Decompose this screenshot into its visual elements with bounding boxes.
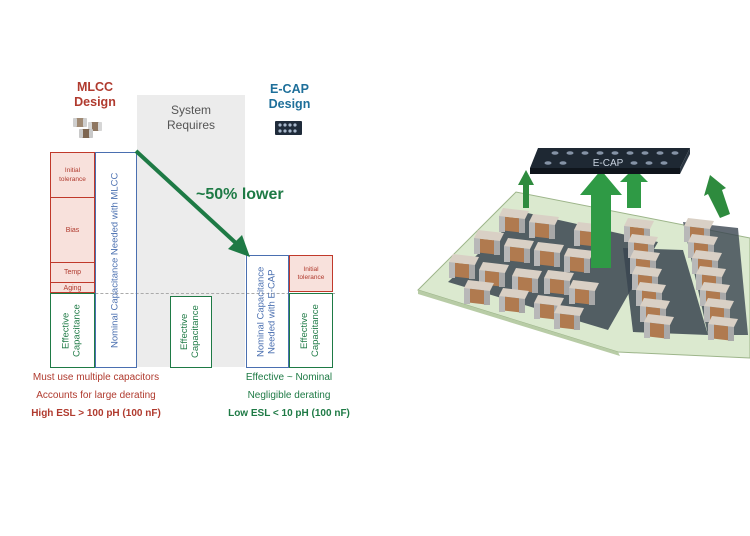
ecap-note-1: Effective ~ Nominal bbox=[245, 372, 333, 383]
ecap-design-title: E-CAP Design bbox=[268, 82, 311, 111]
reduction-arrow bbox=[134, 149, 250, 257]
capacitor-block bbox=[708, 316, 738, 341]
mlcc-note-1: Must use multiple capacitors bbox=[32, 372, 160, 383]
capacitor-block bbox=[534, 295, 564, 320]
system-effective-capacitance: Effective Capacitance bbox=[170, 296, 212, 368]
capacitor-block bbox=[644, 314, 674, 339]
ecap-chip-label: E-CAP bbox=[593, 158, 624, 169]
system-requires-title: System Requires bbox=[166, 103, 216, 132]
capacitor-block bbox=[569, 280, 599, 305]
capacitor-block bbox=[512, 268, 542, 293]
mlcc-derating-stack: Initial tolerance Bias Temp Aging bbox=[50, 152, 95, 293]
capacitor-block bbox=[464, 280, 494, 305]
segment-initial-tolerance: Initial tolerance bbox=[59, 167, 86, 183]
capacitor-block bbox=[529, 214, 559, 239]
segment-temp: Temp bbox=[51, 262, 94, 282]
ecap-note-2: Negligible derating bbox=[247, 390, 331, 401]
nominal-capacitance-ecap: Nominal Capacitance Needed with E-CAP bbox=[246, 255, 289, 368]
mlcc-effective-capacitance: Effective Capacitance bbox=[50, 293, 95, 368]
mlcc-capacitor-icon bbox=[73, 118, 102, 138]
capacitor-block bbox=[504, 238, 534, 263]
ecap-3d-illustration: E-CAP bbox=[408, 130, 750, 360]
capacitor-block bbox=[534, 242, 564, 267]
segment-bias: Bias bbox=[51, 197, 94, 262]
ecap-effective-capacitance: Effective Capacitance bbox=[289, 293, 333, 368]
ecap-note-3: Low ESL < 10 pH (100 nF) bbox=[228, 408, 350, 419]
capacitor-block bbox=[499, 208, 529, 233]
capacitor-block bbox=[474, 230, 504, 255]
segment-aging: Aging bbox=[51, 282, 94, 294]
capacitor-block bbox=[499, 288, 529, 313]
ecap-initial-tolerance: Initial tolerance bbox=[289, 255, 333, 292]
reference-line bbox=[50, 293, 335, 294]
capacitor-array bbox=[449, 208, 738, 341]
capacitor-block bbox=[449, 254, 479, 279]
board-illustration: E-CAP bbox=[417, 148, 750, 359]
mlcc-note-2: Accounts for large derating bbox=[36, 390, 156, 401]
ecap-chip-icon bbox=[275, 121, 302, 135]
capacitor-block bbox=[554, 305, 584, 330]
mlcc-design-title: MLCC Design bbox=[74, 80, 116, 109]
capacitor-block bbox=[564, 248, 594, 273]
capacitor-block bbox=[544, 270, 574, 295]
mlcc-note-3: High ESL > 100 pH (100 nF) bbox=[31, 408, 161, 419]
reduction-label: ~50% lower bbox=[196, 186, 284, 203]
